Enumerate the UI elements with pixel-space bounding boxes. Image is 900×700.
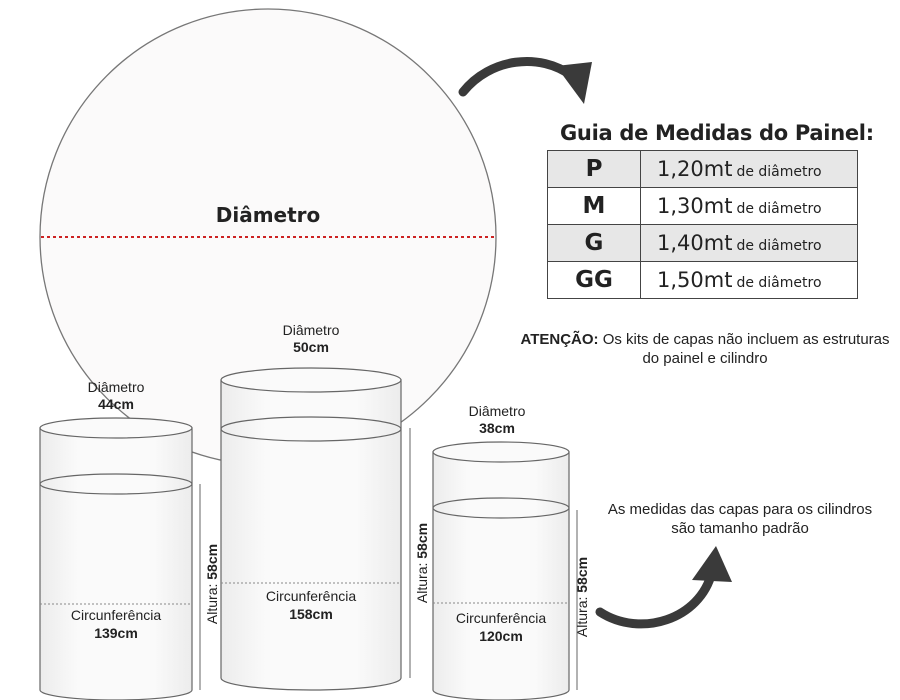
cyl3-height-label: Altura: — [574, 596, 590, 638]
cylinders-note: As medidas das capas para os cilindros s… — [607, 501, 873, 537]
notice-body: Os kits de capas não incluem as estrutur… — [602, 331, 890, 367]
size-code: GG — [547, 261, 641, 299]
cyl1-circumference-value: 139cm — [94, 625, 138, 641]
cyl1-diameter-value: 44cm — [98, 396, 134, 412]
cyl2-height-label: Altura: — [414, 562, 430, 604]
size-unit: de diâmetro — [736, 238, 822, 254]
cyl2-diameter-value: 50cm — [293, 339, 329, 355]
cyl3-circumference-value: 120cm — [479, 628, 523, 644]
cyl3-height-value: 58cm — [574, 556, 590, 593]
cyl1-height-value: 58cm — [204, 543, 220, 580]
size-value: 1,30mt — [657, 194, 733, 218]
cyl3-diameter-label: Diâmetro — [468, 403, 526, 419]
cyl2-circumference-value: 158cm — [289, 606, 333, 622]
cyl1-circumference-label: Circunferência — [70, 607, 162, 623]
size-value: 1,50mt — [657, 268, 733, 292]
cyl3-diameter-value: 38cm — [479, 420, 515, 436]
cylinder-medium-38 — [432, 441, 578, 700]
size-unit: de diâmetro — [736, 164, 822, 180]
cyl2-diameter-label: Diâmetro — [282, 322, 340, 338]
cyl2-circumference-label: Circunferência — [265, 588, 357, 604]
size-code: M — [547, 187, 641, 225]
circle-diameter-label: Diâmetro — [215, 203, 321, 227]
cylinder-small-44 — [39, 417, 201, 700]
cyl1-height-label: Altura: — [204, 583, 220, 625]
size-unit: de diâmetro — [736, 275, 822, 291]
size-code: G — [547, 224, 641, 262]
size-unit: de diâmetro — [736, 201, 822, 217]
cyl2-height: Altura: 58cm — [414, 508, 430, 618]
cyl3-circumference-label: Circunferência — [455, 610, 547, 626]
cylinder-large-50 — [220, 367, 411, 691]
cyl1-diameter-label: Diâmetro — [87, 379, 145, 395]
cyl1-height: Altura: 58cm — [204, 529, 220, 639]
size-value: 1,20mt — [657, 157, 733, 181]
notice-text: ATENÇÃO: Os kits de capas não incluem as… — [520, 330, 890, 368]
cyl2-height-value: 58cm — [414, 522, 430, 559]
curved-arrow-up-icon — [595, 546, 732, 629]
guide-title: Guia de Medidas do Painel: — [560, 121, 874, 145]
notice-label: ATENÇÃO: — [520, 331, 599, 348]
curved-arrow-icon — [458, 56, 592, 104]
size-value: 1,40mt — [657, 231, 733, 255]
cyl3-height: Altura: 58cm — [574, 542, 590, 652]
size-code: P — [547, 150, 641, 188]
